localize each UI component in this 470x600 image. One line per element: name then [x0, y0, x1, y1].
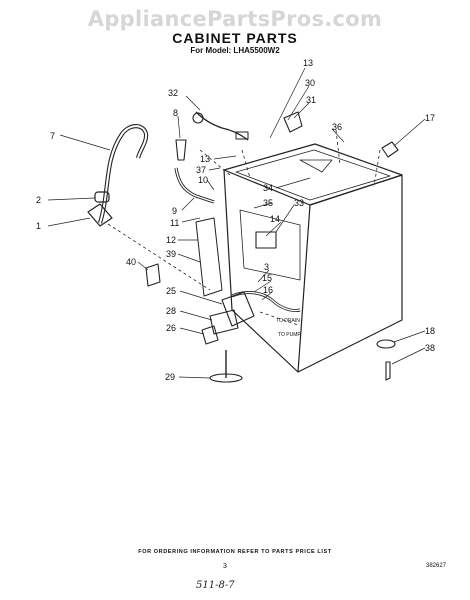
- watermark: AppliancePartsPros.com: [87, 7, 383, 31]
- callout-16: 16: [263, 285, 273, 295]
- document-code: 382627: [426, 563, 447, 569]
- latch-30-31: [283, 111, 303, 133]
- callout-3: 3: [264, 262, 269, 272]
- callout-28: 28: [166, 306, 176, 316]
- clip-26: [201, 325, 219, 345]
- callout-18: 18: [425, 326, 435, 336]
- switch-33: [255, 231, 277, 249]
- page-title: CABINET PARTS: [172, 30, 298, 46]
- wire-harness-32: [195, 111, 249, 141]
- callout-15: 15: [262, 273, 272, 283]
- callout-8: 8: [173, 108, 178, 118]
- callout-30: 30: [305, 78, 315, 88]
- callout-1: 1: [36, 221, 41, 231]
- callout-33: 33: [294, 198, 304, 208]
- drain-hose-16: [231, 291, 301, 312]
- callout-31: 31: [306, 95, 316, 105]
- motor-bracket-28: [209, 309, 239, 335]
- callout-25: 25: [166, 286, 176, 296]
- callout-40: 40: [126, 257, 136, 267]
- hose-connector-1: [87, 203, 113, 227]
- handwritten-note: 511-8-7: [196, 580, 235, 591]
- callout-37: 37: [196, 165, 206, 175]
- ordering-note: FOR ORDERING INFORMATION REFER TO PARTS …: [138, 549, 332, 555]
- label-to-drain: TO DRAIN: [276, 318, 300, 324]
- callout-32: 32: [168, 88, 178, 98]
- label-to-pump: TO PUMP: [278, 332, 301, 338]
- callout-34: 34: [263, 183, 273, 193]
- callout-12: 12: [166, 235, 176, 245]
- callout-38: 38: [425, 343, 435, 353]
- callout-10: 10: [198, 175, 208, 185]
- callout-39: 39: [166, 249, 176, 259]
- callout-13-mid: 13: [200, 154, 210, 164]
- screw-38: [385, 361, 391, 381]
- callout-13-top: 13: [303, 58, 313, 68]
- callout-35: 35: [263, 198, 273, 208]
- hose-7: [97, 124, 149, 224]
- callout-36: 36: [332, 122, 342, 132]
- foot-18: [376, 339, 396, 349]
- callout-7: 7: [50, 131, 55, 141]
- cabinet-right-side: [297, 174, 403, 373]
- model-subtitle: For Model: LHA5500W2: [190, 46, 280, 55]
- cabinet-top-frame: [235, 149, 391, 201]
- callout-9: 9: [172, 206, 177, 216]
- page-number: 3: [223, 563, 227, 570]
- fitting-8: [175, 139, 187, 161]
- side-bracket-39: [195, 217, 223, 297]
- callout-11: 11: [170, 218, 179, 228]
- callout-29: 29: [165, 372, 175, 382]
- cabinet-top: [223, 143, 403, 206]
- front-inset: [239, 209, 301, 281]
- pump-assembly: [221, 291, 255, 327]
- callout-14: 14: [270, 214, 280, 224]
- bracket-40: [145, 263, 161, 287]
- clip-17: [381, 141, 399, 158]
- cabinet-left-side: [223, 169, 311, 373]
- hose-clamp-2: [94, 191, 110, 203]
- callout-2: 2: [36, 195, 41, 205]
- callout-17: 17: [425, 113, 435, 123]
- callout-26: 26: [166, 323, 176, 333]
- top-brace: [299, 159, 333, 173]
